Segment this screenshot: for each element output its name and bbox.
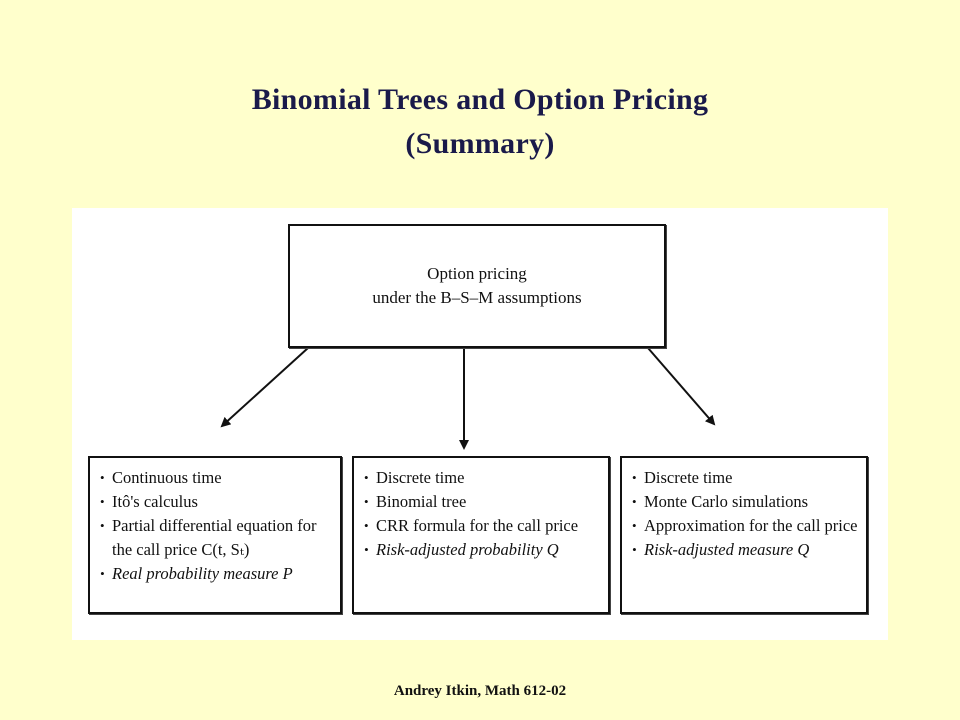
arrow-right — [647, 347, 716, 426]
list-item: Binomial tree — [364, 490, 602, 514]
list-item: Discrete time — [364, 466, 602, 490]
footer-author: Andrey Itkin, Math 612-02 — [393, 683, 567, 699]
list-item: Continuous time — [100, 466, 334, 490]
list-item: Approximation for the call price — [632, 514, 860, 538]
list-item: Itô's calculus — [100, 490, 334, 514]
box-binomial: Discrete time Binomial tree CRR formula … — [352, 456, 610, 614]
top-box: Option pricing under the B–S–M assumptio… — [288, 224, 666, 348]
list-item: Risk-adjusted measure Q — [632, 538, 860, 562]
list-item: Discrete time — [632, 466, 860, 490]
list-item: Monte Carlo simulations — [632, 490, 860, 514]
slide-title-line2: (Summary) — [405, 127, 555, 160]
arrow-left — [220, 347, 309, 428]
top-box-line2: under the B–S–M assumptions — [372, 288, 582, 307]
box-monte-carlo: Discrete time Monte Carlo simulations Ap… — [620, 456, 868, 614]
list-item: Risk-adjusted probability Q — [364, 538, 602, 562]
list-item: CRR formula for the call price — [364, 514, 602, 538]
slide-title: Binomial Trees and Option Pricing (Summa… — [0, 78, 960, 166]
list-item: Partial differential equation for the ca… — [100, 514, 334, 562]
top-box-line1: Option pricing — [427, 264, 527, 283]
box-continuous: Continuous time Itô's calculus Partial d… — [88, 456, 342, 614]
slide-title-line1: Binomial Trees and Option Pricing — [251, 83, 709, 116]
list-item: Real probability measure P — [100, 562, 334, 586]
arrows — [220, 347, 716, 450]
diagram-panel: Option pricing under the B–S–M assumptio… — [72, 208, 888, 640]
